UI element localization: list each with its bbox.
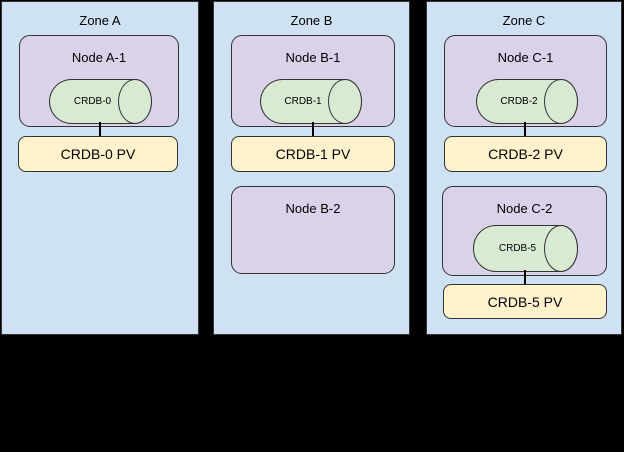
- crdb-5-pv-label: CRDB-5 PV: [487, 293, 563, 310]
- crdb-0-pv-label: CRDB-0 PV: [60, 146, 136, 162]
- cylinder-end-cap: [544, 79, 578, 124]
- zone-b-title: Zone B: [290, 13, 333, 28]
- crdb-1-label: CRDB-1: [284, 96, 322, 107]
- cylinder-end-cap: [118, 79, 152, 124]
- crdb-0-pv: CRDB-0 PV: [18, 136, 178, 172]
- node-a-1-label: Node A-1: [71, 50, 127, 65]
- zone-b-panel: Zone B Node B-1 CRDB-1 CRDB-1 PV Node B-…: [213, 1, 410, 335]
- node-b-1-label: Node B-1: [285, 50, 341, 65]
- node-b-2: Node B-2: [231, 186, 395, 274]
- pv-connector-line: [524, 122, 526, 137]
- node-c-2-label: Node C-2: [496, 201, 553, 216]
- crdb-1-pv: CRDB-1 PV: [231, 136, 395, 172]
- pv-connector-line: [524, 270, 526, 285]
- cylinder-end-cap: [544, 225, 578, 272]
- node-b-1: Node B-1 CRDB-1: [231, 35, 395, 127]
- node-a-1: Node A-1 CRDB-0: [19, 35, 179, 127]
- pv-connector-line: [99, 122, 101, 137]
- crdb-2-pv: CRDB-2 PV: [444, 136, 607, 172]
- crdb-2-pv-label: CRDB-2 PV: [488, 146, 563, 162]
- zone-a-title: Zone A: [79, 13, 121, 28]
- zone-a-panel: Zone A Node A-1 CRDB-0 CRDB-0 PV: [1, 1, 199, 335]
- crdb-2-label: CRDB-2: [500, 96, 538, 107]
- crdb-2-cylinder: CRDB-2: [476, 79, 578, 124]
- crdb-5-pv: CRDB-5 PV: [443, 284, 607, 319]
- zone-c-title: Zone C: [502, 13, 546, 28]
- crdb-1-cylinder: CRDB-1: [260, 79, 362, 124]
- crdb-5-cylinder: CRDB-5: [473, 225, 578, 272]
- crdb-0-cylinder: CRDB-0: [49, 79, 152, 124]
- node-c-1: Node C-1 CRDB-2: [444, 35, 607, 127]
- cylinder-end-cap: [328, 79, 362, 124]
- crdb-0-label: CRDB-0: [73, 96, 112, 107]
- node-c-1-label: Node C-1: [497, 50, 554, 65]
- pv-connector-line: [312, 122, 314, 137]
- node-c-2: Node C-2 CRDB-5: [442, 186, 607, 276]
- crdb-5-label: CRDB-5: [498, 243, 537, 254]
- zone-c-panel: Zone C Node C-1 CRDB-2 CRDB-2 PV Node C-…: [426, 1, 622, 335]
- crdb-1-pv-label: CRDB-1 PV: [275, 146, 351, 162]
- node-b-2-label: Node B-2: [285, 201, 341, 216]
